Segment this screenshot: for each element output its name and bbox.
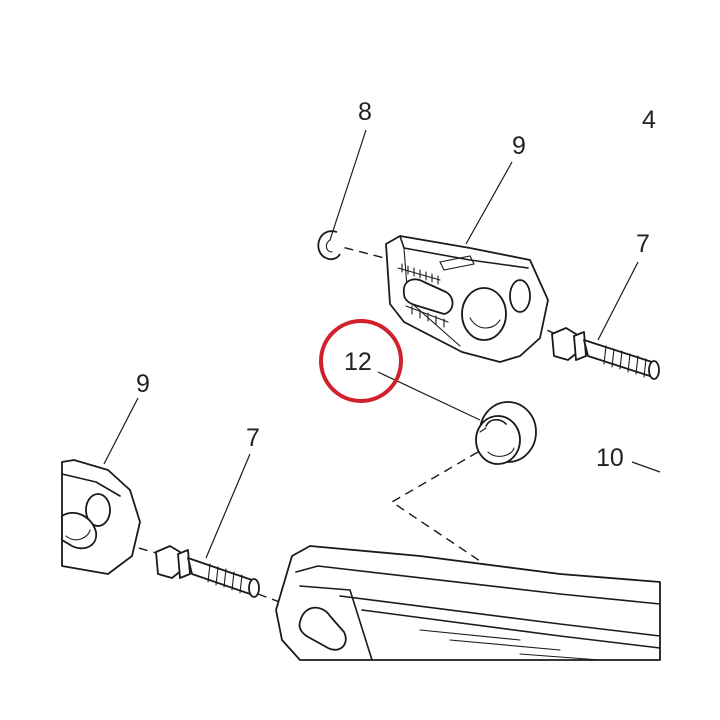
chain-adjuster-upper xyxy=(385,235,549,363)
callout-10: 10 xyxy=(596,444,624,472)
callout-9-left: 9 xyxy=(136,370,150,398)
callout-4: 4 xyxy=(642,106,656,134)
callout-7-right: 7 xyxy=(636,230,650,258)
callout-7-left: 7 xyxy=(246,424,260,452)
adjuster-bolt-left xyxy=(155,545,260,598)
swingarm-part xyxy=(275,545,661,661)
callout-8: 8 xyxy=(358,98,372,126)
adjuster-cap-part xyxy=(475,401,537,465)
callout-9-top: 9 xyxy=(512,132,526,160)
leader-lines xyxy=(103,129,661,559)
chain-adjuster-lower xyxy=(61,459,141,575)
highlight-ring xyxy=(319,319,403,403)
e-clip-part xyxy=(317,230,341,261)
callout-12: 12 xyxy=(344,348,372,376)
adjuster-bolt-right xyxy=(551,327,660,380)
